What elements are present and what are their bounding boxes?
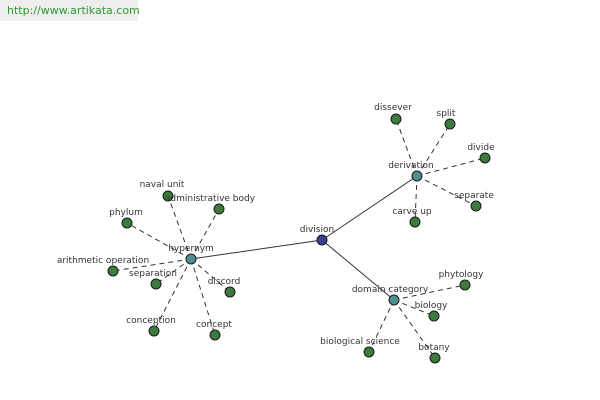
label-domain-category: domain category	[352, 285, 429, 295]
label-biological-science: biological science	[320, 337, 400, 347]
label-separate: separate	[454, 191, 494, 201]
node-phylum[interactable]	[121, 217, 133, 229]
node-carve-up[interactable]	[409, 216, 421, 228]
node-botany[interactable]	[429, 352, 441, 364]
node-separate[interactable]	[470, 200, 482, 212]
edge-domain-category-botany	[393, 299, 436, 359]
node-split[interactable]	[444, 118, 456, 130]
edge-hypernym-separation	[155, 258, 192, 285]
edge-derivation-split	[416, 123, 451, 177]
edge-hypernym-discord	[190, 258, 231, 293]
node-naval-unit[interactable]	[162, 190, 174, 202]
node-hypernym[interactable]	[185, 253, 197, 265]
edge-domain-category-phytology	[393, 284, 466, 301]
label-separation: separation	[129, 269, 177, 279]
label-dissever: dissever	[374, 103, 412, 113]
edge-derivation-dissever	[395, 118, 418, 177]
node-dissever[interactable]	[390, 113, 402, 125]
label-split: split	[437, 109, 456, 119]
node-biology[interactable]	[428, 310, 440, 322]
label-phytology: phytology	[439, 270, 484, 280]
label-discord: discord	[208, 277, 241, 287]
edge-hypernym-naval-unit	[167, 195, 192, 260]
edge-hypernym-conception	[153, 258, 192, 332]
label-derivation: derivation	[388, 161, 434, 171]
node-conception[interactable]	[148, 325, 160, 337]
node-domain-category[interactable]	[388, 294, 400, 306]
edge-root-domain-category	[321, 239, 395, 301]
label-botany: botany	[418, 343, 450, 353]
label-carve-up: carve up	[392, 207, 432, 217]
site-url[interactable]: http://www.artikata.com	[7, 4, 140, 17]
edge-derivation-divide	[416, 157, 486, 177]
node-biological-science[interactable]	[363, 346, 375, 358]
edge-hypernym-phylum	[126, 222, 192, 260]
url-banner: http://www.artikata.com	[0, 0, 140, 21]
label-biology: biology	[415, 301, 448, 311]
label-administrative-body: administrative body	[165, 194, 256, 204]
label-divide: divide	[467, 143, 495, 153]
edge-derivation-separate	[416, 175, 477, 207]
node-administrative-body[interactable]	[213, 203, 225, 215]
node-phytology[interactable]	[459, 279, 471, 291]
node-concept[interactable]	[209, 329, 221, 341]
edge-root-derivation	[321, 175, 418, 241]
node-division[interactable]	[316, 234, 328, 246]
node-divide[interactable]	[479, 152, 491, 164]
label-phylum: phylum	[109, 208, 143, 218]
label-concept: concept	[196, 320, 232, 330]
edge-derivation-carve-up	[414, 175, 418, 223]
edge-hypernym-administrative-body	[190, 208, 220, 260]
label-division: division	[300, 225, 334, 235]
edge-root-hypernym	[190, 239, 323, 260]
node-separation[interactable]	[150, 278, 162, 290]
edge-hypernym-arithmetic-operation	[112, 258, 192, 272]
edge-domain-category-biological-science	[368, 299, 395, 353]
label-conception: conception	[126, 316, 176, 326]
label-arithmetic-operation: arithmetic operation	[57, 256, 149, 266]
node-arithmetic-operation[interactable]	[107, 265, 119, 277]
node-discord[interactable]	[224, 286, 236, 298]
node-derivation[interactable]	[411, 170, 423, 182]
edge-domain-category-biology	[393, 299, 435, 317]
edge-hypernym-concept	[190, 258, 216, 336]
label-hypernym: hypernym	[168, 244, 214, 254]
label-naval-unit: naval unit	[140, 180, 185, 190]
